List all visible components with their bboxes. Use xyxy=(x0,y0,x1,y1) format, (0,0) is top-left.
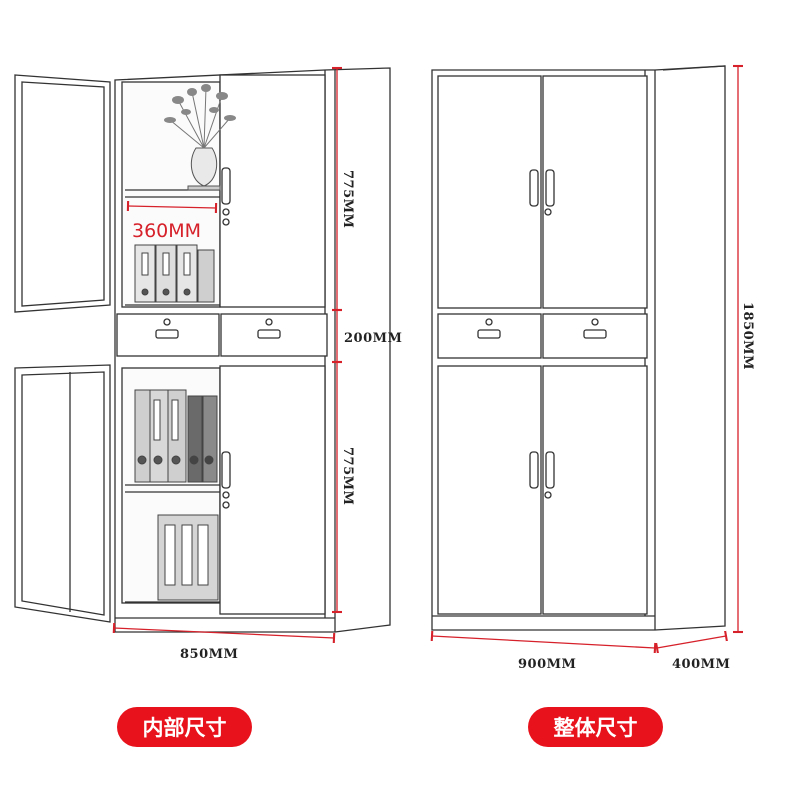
outer-width-label: 900MM xyxy=(518,657,576,672)
closed-cabinet xyxy=(431,65,726,631)
total-height-label: 1850MM xyxy=(740,302,755,370)
overall-dimensions-badge: 整体尺寸 xyxy=(528,707,663,747)
lower-height-label: 775MM xyxy=(340,447,355,505)
right-dimension-lines xyxy=(430,64,744,654)
binders-lower xyxy=(134,389,219,601)
binders-upper xyxy=(134,244,215,303)
drawer-height-label: 200MM xyxy=(344,331,402,346)
inner-width-label: 850MM xyxy=(180,647,238,662)
vase-decoration xyxy=(164,84,236,191)
left-dimension-lines xyxy=(112,66,343,644)
outer-depth-label: 400MM xyxy=(672,657,730,672)
upper-height-label: 775MM xyxy=(340,170,355,228)
inner-dimensions-badge: 内部尺寸 xyxy=(117,707,252,747)
inner-depth-label: 360MM xyxy=(132,220,201,242)
